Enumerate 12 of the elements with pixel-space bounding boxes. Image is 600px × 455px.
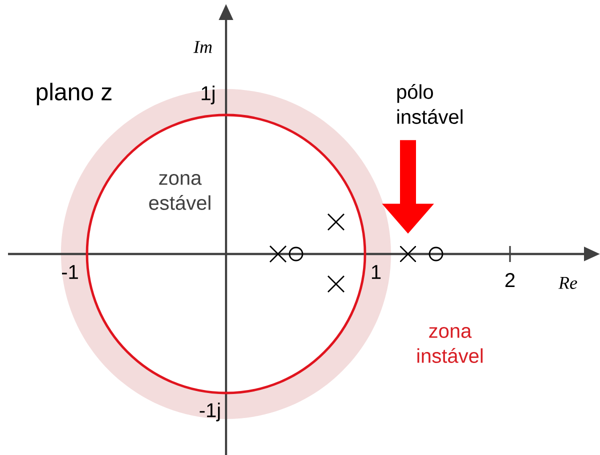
- axis-tick-label: 1: [372, 265, 381, 279]
- axis-label: Im: [193, 41, 212, 53]
- annotation-text: pólo instável: [397, 84, 462, 124]
- axis-tick-label: 2: [505, 273, 515, 287]
- axis-tick-label: -1j: [200, 402, 220, 422]
- axis-label: Re: [558, 277, 578, 289]
- zone-label: zona estável: [149, 174, 210, 210]
- plane-label: plano z: [36, 82, 112, 106]
- axis-tick-label: 1j: [202, 86, 214, 104]
- axis-tick-label: -1: [62, 265, 78, 279]
- zone-label: zona instável: [417, 327, 483, 363]
- pole-marker: [400, 246, 416, 262]
